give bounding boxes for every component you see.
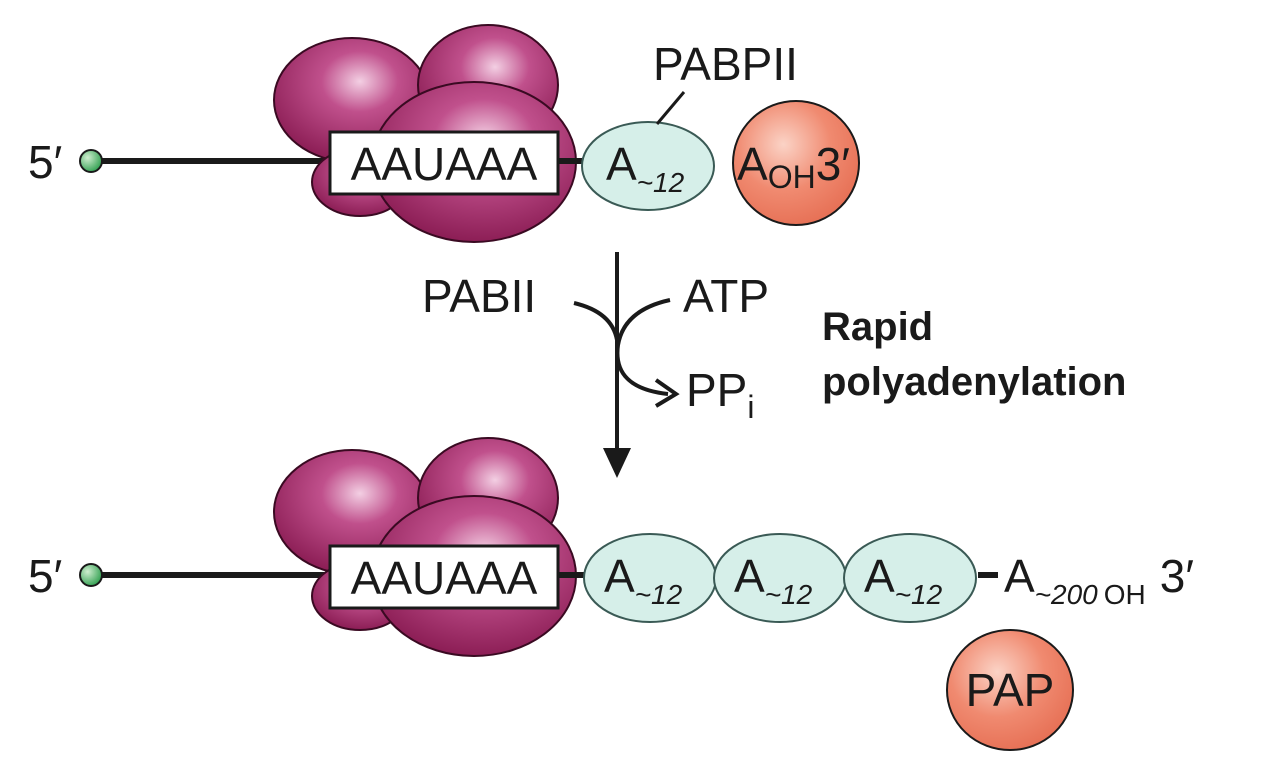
bottom-pabpii-ellipse xyxy=(843,533,977,623)
ppi-label: PPi xyxy=(686,364,754,425)
atp-incoming-curve xyxy=(615,298,671,396)
bottom-pap-label: PAP xyxy=(966,664,1055,716)
top-signal-text: AAUAAA xyxy=(351,138,538,190)
top-a12-label: A~12 xyxy=(606,138,685,198)
pabpii-leader xyxy=(655,91,686,125)
ppi-arrowhead xyxy=(654,378,680,408)
pabpii-label: PABPII xyxy=(653,38,798,90)
top-five-prime: 5′ xyxy=(28,136,62,188)
bottom-five-prime: 5′ xyxy=(28,550,62,602)
reaction: PABII ATP PPi Rapid polyadenylation xyxy=(422,252,1127,478)
top-cap-icon xyxy=(79,149,103,173)
atp-label: ATP xyxy=(683,270,769,322)
top-pabpii-ellipse xyxy=(581,121,715,211)
top-pap-ellipse xyxy=(732,100,860,226)
bottom-signal-box xyxy=(328,544,560,610)
pabii-incoming-curve xyxy=(573,301,619,341)
top-complex: 5′ AAUAAA A~12 PABPII AOH3′ xyxy=(28,24,860,243)
bottom-a12-label: A~12 xyxy=(604,550,683,610)
pabii-label: PABII xyxy=(422,270,536,322)
bottom-cap-icon xyxy=(79,563,103,587)
bottom-a12-label: A~12 xyxy=(864,550,943,610)
bottom-signal-text: AAUAAA xyxy=(351,552,538,604)
reaction-description-line1: Rapid xyxy=(822,305,933,349)
bottom-a12-label: A~12 xyxy=(734,550,813,610)
bottom-pap-ellipse xyxy=(946,629,1074,751)
reaction-description-line2: polyadenylation xyxy=(822,360,1127,404)
top-pap-tail-label: AOH3′ xyxy=(737,138,850,195)
main-down-arrowhead xyxy=(603,448,631,478)
